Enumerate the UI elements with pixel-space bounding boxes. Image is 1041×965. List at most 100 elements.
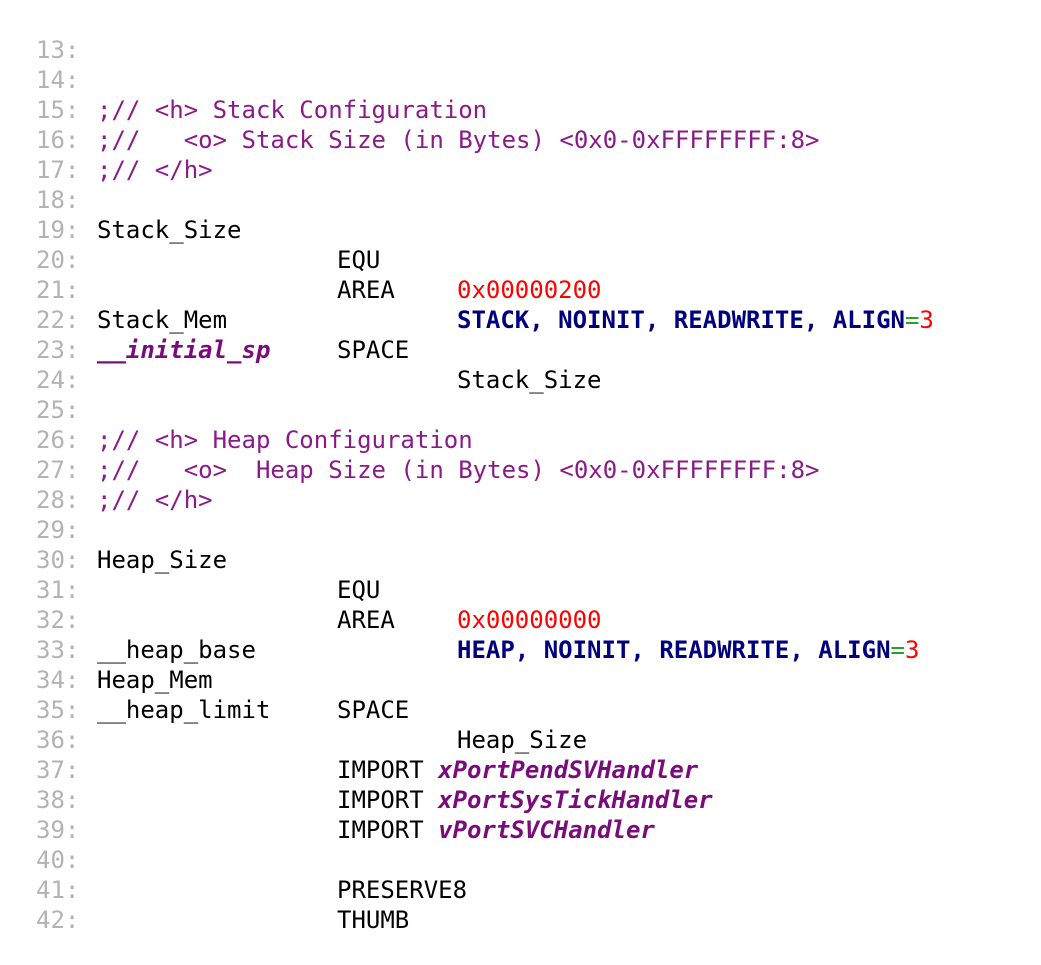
- line-number: 37:: [36, 756, 80, 784]
- code-line-13: 13:: [0, 5, 1041, 64]
- code-label: Stack_Mem: [97, 306, 228, 334]
- line-number: 22:: [36, 306, 80, 334]
- code-separator: ,: [789, 636, 819, 664]
- code-number: 3: [904, 636, 920, 664]
- comment: ;// <o> Stack Size (in Bytes) <0x0-0xFFF…: [97, 126, 820, 154]
- code-label: __heap_limit: [97, 696, 271, 724]
- line-number: 41:: [36, 876, 80, 904]
- code-line-18: 18: Stack_Size EQU 0x00000200: [0, 155, 1041, 304]
- code-keyword: NOINIT: [558, 306, 645, 334]
- code-line-19: 19:: [0, 185, 1041, 244]
- code-line-20: 20: AREA STACK, NOINIT, READWRITE, ALIGN…: [0, 215, 1041, 334]
- line-number: 36:: [36, 726, 80, 754]
- line-number: 23:: [36, 336, 80, 364]
- code-line-23: 23:: [0, 305, 1041, 364]
- code-directive: AREA: [337, 606, 395, 634]
- line-number: 34:: [36, 666, 80, 694]
- line-number: 16:: [36, 126, 80, 154]
- code-separator: ,: [514, 636, 544, 664]
- code-keyword: NOINIT: [543, 636, 631, 664]
- code-operator: =: [904, 306, 920, 334]
- code-line-35: 35:: [0, 665, 1041, 724]
- line-number: 29:: [36, 516, 80, 544]
- code-line-17: 17:: [0, 125, 1041, 184]
- line-number: 13:: [36, 36, 80, 64]
- code-line-29: 29: Heap_Size EQU 0x00000000: [0, 485, 1041, 634]
- code-line-24: 24:: [0, 335, 1041, 394]
- line-number: 40:: [36, 846, 80, 874]
- code-directive: EQU: [337, 246, 381, 274]
- imported-symbol: vPortSVCHandler: [438, 816, 655, 844]
- code-line-36: 36: IMPORT xPortPendSVHandler: [0, 695, 1041, 784]
- code-directive: IMPORT xPortPendSVHandler: [337, 755, 698, 785]
- line-number: 20:: [36, 246, 80, 274]
- code-keyword: HEAP: [457, 636, 515, 664]
- code-line-39: 39:: [0, 785, 1041, 844]
- line-number: 24:: [36, 366, 80, 394]
- line-number: 14:: [36, 66, 80, 94]
- code-directive: SPACE: [337, 696, 410, 724]
- code-line-34: 34: __heap_limit: [0, 635, 1041, 724]
- line-number: 33:: [36, 636, 80, 664]
- code-line-27: 27: ;// </h>: [0, 425, 1041, 514]
- comment: ;// </h>: [97, 156, 213, 184]
- code-line-25: 25: ;// <h> Heap Configuration: [0, 365, 1041, 454]
- code-directive: EQU: [337, 576, 381, 604]
- code-separator: ,: [630, 636, 660, 664]
- code-line-33: 33: Heap_Mem SPACE Heap_Size: [0, 605, 1041, 754]
- code-separator: ,: [644, 306, 674, 334]
- code-directive: SPACE: [337, 336, 410, 364]
- line-number: 15:: [36, 96, 80, 124]
- code-keyword: ALIGN: [818, 636, 891, 664]
- code-line-41: 41: THUMB: [0, 845, 1041, 934]
- import-keyword: IMPORT: [337, 786, 424, 814]
- code-operands: STACK, NOINIT, READWRITE, ALIGN=3: [457, 305, 934, 335]
- line-number: 18:: [36, 186, 80, 214]
- code-keyword: READWRITE: [659, 636, 790, 664]
- code-directive: IMPORT vPortSVCHandler: [337, 815, 655, 845]
- code-directive: IMPORT xPortSysTickHandler: [337, 785, 713, 815]
- code-label: Stack_Size: [97, 216, 242, 244]
- line-number: 21:: [36, 276, 80, 304]
- code-line-21: 21: Stack_Mem SPACE Stack_Size: [0, 245, 1041, 394]
- imported-symbol: xPortSysTickHandler: [438, 786, 713, 814]
- line-number: 32:: [36, 606, 80, 634]
- code-number: 3: [919, 306, 934, 334]
- import-keyword: IMPORT: [337, 816, 424, 844]
- comment: ;// <h> Stack Configuration: [97, 96, 488, 124]
- code-line-14: 14: ;// <h> Stack Configuration: [0, 35, 1041, 124]
- comment: ;// </h>: [97, 486, 213, 514]
- code-operand: Stack_Size: [457, 366, 602, 394]
- comment: ;// <h> Heap Configuration: [97, 426, 473, 454]
- code-line-22: 22: __initial_sp: [0, 275, 1041, 364]
- code-number: 0x00000000: [457, 606, 602, 634]
- line-number: 25:: [36, 396, 80, 424]
- code-line-30: 30:: [0, 515, 1041, 574]
- code-keyword: READWRITE: [673, 306, 804, 334]
- code-line-15: 15: ;// <o> Stack Size (in Bytes) <0x0-0…: [0, 65, 1041, 154]
- code-line-37: 37: IMPORT xPortSysTickHandler: [0, 725, 1041, 814]
- code-line-31: 31: AREA HEAP, NOINIT, READWRITE, ALIGN=…: [0, 545, 1041, 664]
- code-line-28: 28:: [0, 455, 1041, 514]
- import-keyword: IMPORT: [337, 756, 424, 784]
- code-separator: ,: [803, 306, 833, 334]
- code-operator: =: [890, 636, 905, 664]
- code-line-26: 26: ;// <o> Heap Size (in Bytes) <0x0-0x…: [0, 395, 1041, 484]
- code-line-32: 32: __heap_base: [0, 575, 1041, 664]
- line-number: 26:: [36, 426, 80, 454]
- imported-symbol: xPortPendSVHandler: [438, 756, 699, 784]
- line-number: 28:: [36, 486, 80, 514]
- code-label: __heap_base: [97, 636, 256, 664]
- line-number: 30:: [36, 546, 80, 574]
- code-keyword: ALIGN: [832, 306, 905, 334]
- code-operands: HEAP, NOINIT, READWRITE, ALIGN=3: [457, 635, 919, 665]
- code-number: 0x00000200: [457, 276, 602, 304]
- line-number: 27:: [36, 456, 80, 484]
- line-number: 38:: [36, 786, 80, 814]
- line-number: 42:: [36, 906, 80, 934]
- line-number: 17:: [36, 156, 80, 184]
- code-editor[interactable]: 13: 14: ;// <h> Stack Configuration 15: …: [0, 5, 1041, 934]
- code-label: __initial_sp: [97, 336, 271, 364]
- code-directive: THUMB: [337, 906, 410, 934]
- comment: ;// <o> Heap Size (in Bytes) <0x0-0xFFFF…: [97, 456, 820, 484]
